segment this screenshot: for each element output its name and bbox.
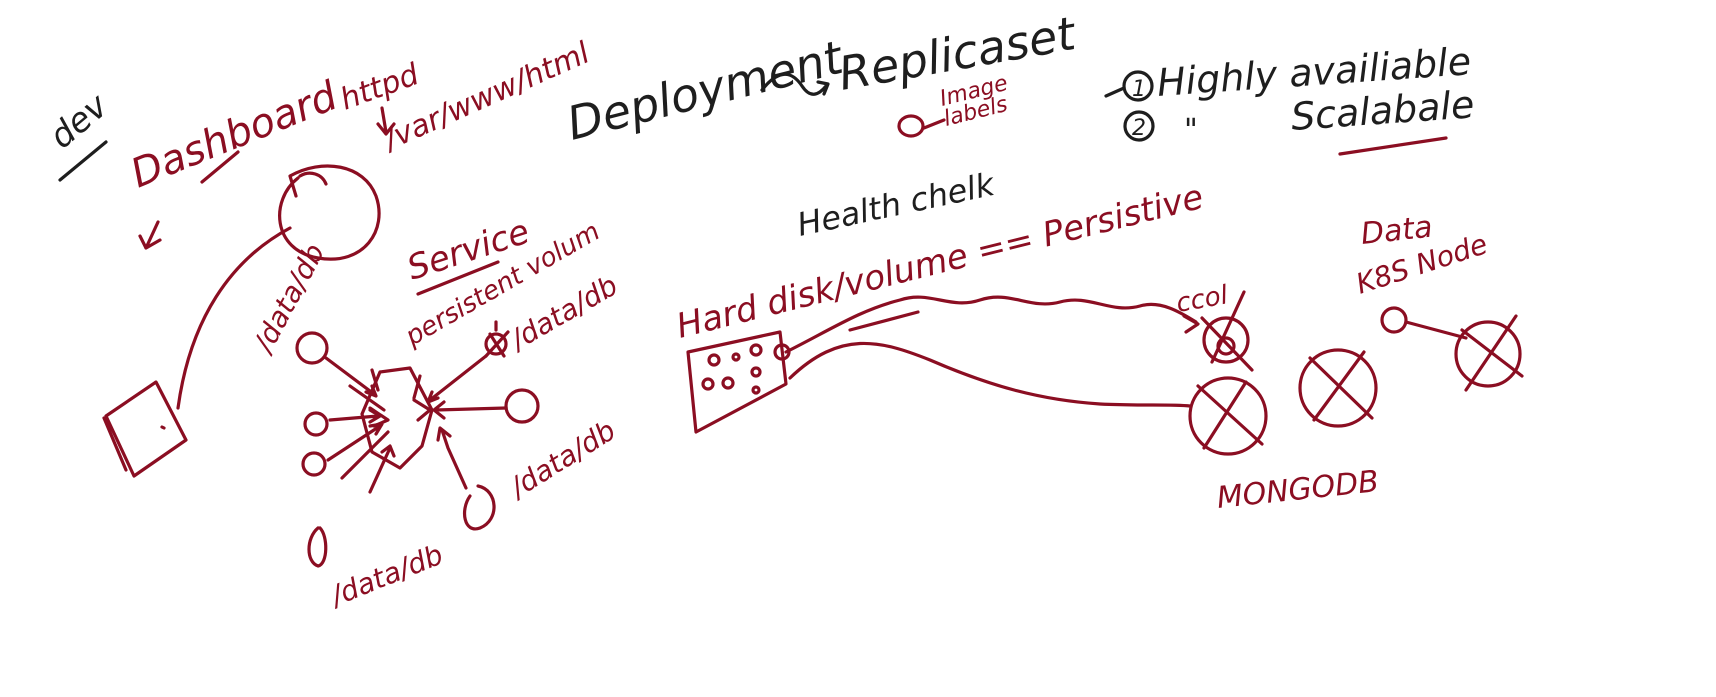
number-two-circle xyxy=(1123,110,1155,142)
service-pod-crossed xyxy=(484,332,508,356)
pod-icon-circle xyxy=(897,114,925,138)
k8s-node-pod-cross xyxy=(1460,314,1524,392)
dashboard-pod-link xyxy=(176,226,292,410)
ccol-pod-cross xyxy=(1200,290,1254,372)
mongodb-pod-2 xyxy=(1298,348,1378,428)
mongodb-pod-2-cross xyxy=(1308,350,1374,422)
k8s-node-link xyxy=(1404,320,1468,340)
label-dashboard: Dashboard xyxy=(125,73,345,197)
k8s-node-small-pod xyxy=(1380,306,1408,334)
hard-disk-underline xyxy=(848,310,920,332)
pod-icon-arrow xyxy=(922,118,946,130)
label-data: Data xyxy=(1359,210,1434,252)
k8s-node-pod xyxy=(1454,320,1522,388)
storage-box-dot xyxy=(160,425,166,430)
dashboard-arrow xyxy=(138,220,162,250)
label-ccol: ccol xyxy=(1174,280,1231,319)
mongodb-pod-1 xyxy=(1188,376,1268,456)
service-pod-bottom-left xyxy=(307,526,328,568)
label-mongodb: MONGODB xyxy=(1215,464,1380,516)
service-node-arrowheads xyxy=(368,398,432,428)
scalable-underline xyxy=(1338,136,1448,156)
number-one-circle xyxy=(1122,70,1154,102)
service-pod-right xyxy=(504,388,540,424)
httpd-arrow xyxy=(376,106,396,136)
label-dev: dev xyxy=(42,85,116,156)
service-pod-top-left xyxy=(295,331,329,365)
hard-disk-mongo-link xyxy=(788,341,1192,408)
service-pod-left-1 xyxy=(303,411,329,437)
dev-underline xyxy=(58,140,108,182)
label-var-www-html: /var/www/html xyxy=(376,35,595,158)
number-one-tail xyxy=(1104,86,1126,98)
service-pod-left-2 xyxy=(301,451,327,477)
hard-disk-box xyxy=(686,330,788,434)
label-httpd: httpd xyxy=(336,57,425,118)
service-underline xyxy=(416,260,500,296)
label-number-two: 2 xyxy=(1132,116,1146,141)
deployment-arrow xyxy=(760,72,830,96)
service-arrows xyxy=(324,354,508,494)
service-pod-crossed-mark xyxy=(484,320,510,358)
label-data-db-1: /data/db xyxy=(246,238,332,360)
hard-disk-wave-link xyxy=(784,295,1200,354)
mongodb-pod-1-cross xyxy=(1196,380,1264,450)
label-health-check: Health chelk xyxy=(794,165,999,244)
dashboard-pod-circle xyxy=(278,164,381,261)
label-number-one: 1 xyxy=(1132,77,1146,102)
storage-box xyxy=(102,380,188,478)
hard-disk-dots xyxy=(701,343,763,395)
dashboard-underline xyxy=(200,150,240,184)
service-pod-bottom-right xyxy=(462,484,496,531)
ccol-pod xyxy=(1202,316,1250,364)
label-ditto: " xyxy=(1184,113,1198,148)
service-node xyxy=(360,366,434,470)
label-data-db-4: /data/db xyxy=(323,538,447,614)
label-data-db-3: /data/db xyxy=(502,414,622,506)
